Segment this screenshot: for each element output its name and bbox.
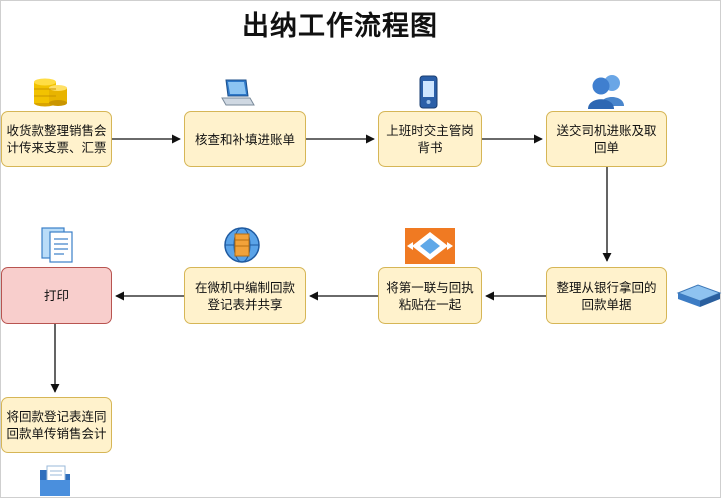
node-print: 打印 [1,267,112,324]
diagram-title: 出纳工作流程图 [242,11,438,42]
node-supervisor-endorse: 上班时交主管岗背书 [378,111,482,167]
node-driver-deposit: 送交司机进账及取回单 [546,111,667,167]
server-icon [676,284,722,307]
coins-icon [34,78,67,107]
network-router-icon [405,228,455,264]
node-compile-register: 在微机中编制回款登记表并共享 [184,267,306,324]
laptop-icon [221,79,255,106]
documents-icon [41,227,73,263]
node-send-to-sales-accountant: 将回款登记表连同回款单传销售会计 [1,397,112,453]
node-collect-checks: 收货款整理销售会计传来支票、汇票 [1,111,112,167]
node-paste-receipts: 将第一联与回执粘贴在一起 [378,267,482,324]
database-globe-icon [224,227,260,263]
users-icon [588,75,624,109]
node-verify-deposit-slip: 核查和补填进账单 [184,111,306,167]
mobile-phone-icon [419,75,438,109]
node-sort-bank-receipts: 整理从银行拿回的回款单据 [546,267,667,324]
folder-files-icon [40,465,70,496]
